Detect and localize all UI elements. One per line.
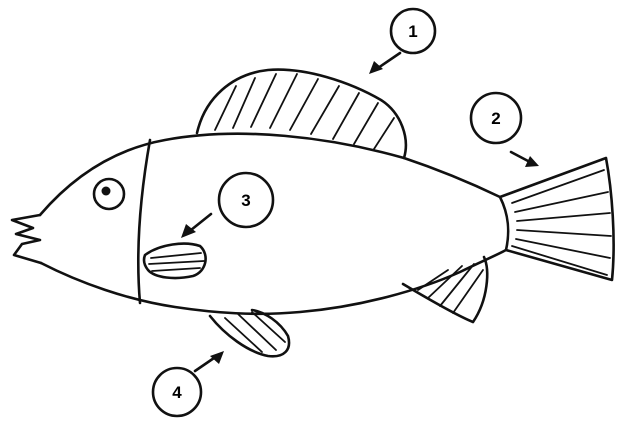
callout-3-label: 3 [241, 191, 250, 210]
callout-1-label: 1 [408, 22, 417, 41]
dorsal-fin [197, 70, 406, 158]
callout-2-arrow [511, 152, 539, 167]
callout-2-label: 2 [491, 109, 500, 128]
callout-4-label: 4 [172, 383, 182, 402]
callout-4: 4 [153, 351, 224, 416]
callout-1-arrow [369, 53, 400, 74]
tail-fin [500, 158, 614, 280]
callout-3: 3 [181, 173, 273, 238]
callout-2: 2 [471, 93, 539, 167]
callout-1: 1 [369, 9, 435, 74]
callout-3-arrow [181, 214, 211, 238]
pelvic-fin [210, 310, 289, 356]
callout-4-arrow [195, 351, 224, 371]
pectoral-fin [144, 244, 206, 278]
